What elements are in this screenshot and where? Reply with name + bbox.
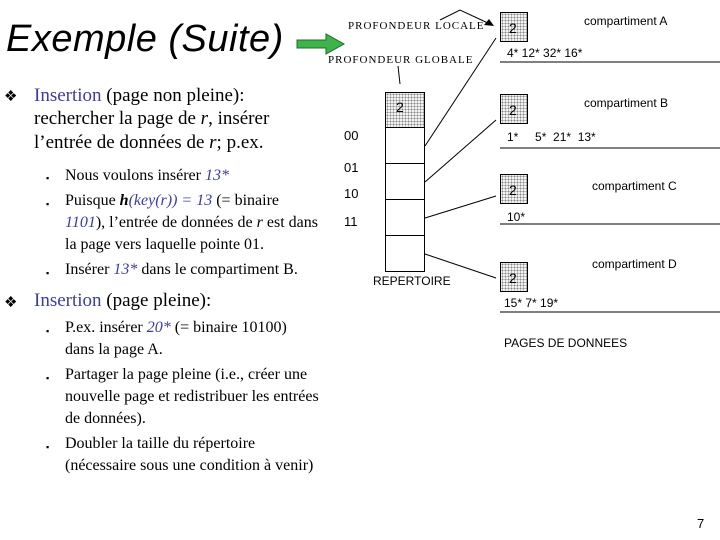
directory-cell-01 [385, 164, 425, 200]
directory-index-11: 11 [344, 214, 358, 229]
sub-bullet-5-line3: de données). [65, 410, 146, 427]
sub-bullet-2-line3: la page vers laquelle pointe 01. [65, 236, 265, 253]
pages-label: PAGES DE DONNEES [504, 336, 628, 350]
bucket-d-depth: 2 [500, 262, 528, 292]
sub-bullet-5-line2: nouvelle page et redistribuer les entrée… [65, 388, 319, 405]
text: Nous voulons insérer [65, 167, 205, 184]
bucket-b-entries: 1* 5* 21* 13* [507, 130, 596, 144]
directory-label: REPERTOIRE [373, 274, 451, 288]
directory-cell-11 [385, 236, 425, 272]
hash-expr: (key(r)) = 13 [128, 192, 213, 209]
var-r: r [209, 132, 217, 153]
sub-bullet-icon: ▪ [46, 199, 50, 209]
text: (= binaire [212, 192, 279, 209]
local-depth-pointer [439, 9, 491, 25]
sub-bullet-3: Insérer 13* dans le compartiment B. [65, 261, 298, 279]
sub-bullet-2-line1: Puisque h(key(r)) = 13 (= binaire [65, 192, 279, 210]
sub-bullet-6-line2: (nécessaire sous une condition à venir) [65, 457, 314, 474]
var-r: r [200, 108, 209, 129]
sub-bullet-icon: ▪ [46, 373, 50, 383]
text: (page pleine): [101, 290, 212, 311]
insertion-keyword: Insertion [34, 85, 102, 106]
bucket-b-name: compartiment B [584, 96, 669, 110]
sub-bullet-icon: ▪ [46, 268, 50, 278]
dir-arrow-11 [424, 253, 497, 279]
green-arrow-icon [296, 33, 346, 55]
bullet-insert-nonfull-line1: Insertion (page non pleine): [34, 84, 245, 107]
sub-bullet-icon: ▪ [46, 442, 50, 452]
text: est dans [262, 214, 318, 231]
bucket-a-depth: 2 [500, 12, 528, 42]
bucket-a-entries: 4* 12* 32* 16* [507, 46, 583, 60]
dir-arrow-10 [424, 195, 497, 219]
insertion-keyword: Insertion [34, 290, 102, 311]
bucket-c-entries: 10* [507, 210, 526, 224]
bullet-insert-nonfull-line2: rechercher la page de r, insérer [34, 107, 269, 130]
text: Puisque [65, 192, 120, 209]
hash-h: h [119, 192, 129, 209]
bullet-icon: ❖ [4, 295, 18, 311]
sub-bullet-1: Nous voulons insérer 13* [65, 167, 229, 185]
bucket-d-name: compartiment D [592, 257, 677, 271]
local-depth-label: PROFONDEUR LOCALE [348, 20, 485, 32]
sub-bullet-4-line1: P.ex. insérer 20* (= binaire 10100) [65, 319, 287, 337]
bullet-insert-nonfull-line3: l’entrée de données de r; p.ex. [34, 131, 264, 154]
directory-cell-00 [385, 128, 425, 164]
bullet-icon: ❖ [4, 89, 18, 105]
text: ; p.ex. [216, 132, 264, 153]
text: Insérer [65, 261, 114, 278]
sub-bullet-icon: ▪ [46, 326, 50, 336]
text: l’entrée de données de [34, 132, 210, 153]
bucket-c-name: compartiment C [592, 179, 677, 193]
value-20: 20* [146, 319, 171, 336]
dir-arrow-00 [424, 37, 497, 147]
slide-title: Exemple (Suite) [6, 18, 284, 60]
global-depth-label: PROFONDEUR GLOBALE [328, 54, 474, 66]
sub-bullet-5-line1: Partager la page pleine (i.e., créer une [65, 366, 308, 383]
value-13: 13* [204, 167, 229, 184]
global-depth-box: 2 [385, 92, 425, 128]
sub-bullet-4-line2: dans la page A. [65, 341, 163, 358]
text: , insérer [208, 108, 270, 129]
binary-value: 1101 [65, 214, 96, 231]
text: (page non pleine): [101, 85, 245, 106]
var-r: r [256, 214, 263, 231]
page-number: 7 [697, 516, 705, 531]
bucket-d-entries: 15* 7* 19* [504, 296, 559, 310]
bullet-insert-full: Insertion (page pleine): [34, 289, 211, 312]
dir-arrow-01 [424, 119, 497, 183]
directory-index-01: 01 [344, 160, 359, 175]
directory-index-00: 00 [344, 128, 359, 143]
text: P.ex. insérer [65, 319, 147, 336]
sub-bullet-2-line2: 1101), l’entrée de données de r est dans [65, 214, 318, 232]
bucket-a-name: compartiment A [584, 14, 668, 28]
value-13: 13* [113, 261, 138, 278]
sub-bullet-icon: ▪ [46, 173, 50, 183]
bucket-c-depth: 2 [500, 174, 528, 204]
text: dans le compartiment B. [137, 261, 298, 278]
directory-cell-10 [385, 200, 425, 236]
text: ), l’entrée de données de [95, 214, 257, 231]
directory-index-10: 10 [344, 186, 359, 201]
text: (= binaire 10100) [170, 319, 287, 336]
sub-bullet-6-line1: Doubler la taille du répertoire [65, 435, 256, 452]
bucket-b-depth: 2 [500, 94, 528, 124]
global-depth-pointer [397, 65, 401, 85]
local-depth-arrowhead-icon [484, 19, 494, 26]
text: rechercher la page de [34, 108, 201, 129]
